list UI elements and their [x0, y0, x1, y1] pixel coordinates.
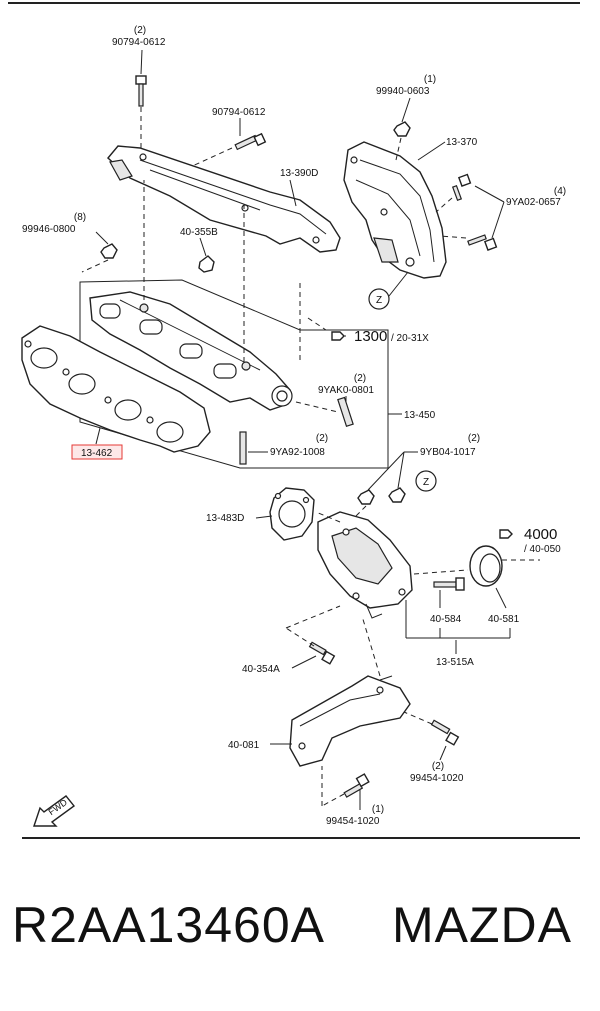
label-shield-right: 13-370	[446, 137, 478, 148]
label-manifold: 13-450	[404, 410, 436, 421]
gasket-13-462	[21, 325, 211, 453]
label-40-584: 40-584	[430, 614, 462, 625]
label-nut-l-qty: (8)	[74, 212, 86, 223]
label-bracket: 40-081	[228, 740, 260, 751]
label-bolt-mid: 90794-0612	[212, 107, 266, 118]
label-nut-c: 9YB04-1017	[420, 447, 476, 458]
heat-shield-13-390D	[107, 145, 341, 253]
bracket-40-081	[289, 675, 411, 767]
label-13-515A: 13-515A	[436, 657, 474, 668]
label-stud1-qty: (2)	[354, 373, 366, 384]
exhaust-outlet-13-515A	[317, 511, 413, 619]
ring-40-581	[469, 545, 503, 587]
fwd-arrow-icon: FWD	[33, 795, 76, 827]
label-nut-l: 99946-0800	[22, 224, 76, 235]
label-nut-tr-qty: (1)	[424, 74, 436, 85]
bolt-9YA02-a	[451, 173, 472, 202]
ref-4000-sub: / 40-050	[524, 544, 561, 555]
nut-99940-0603	[393, 121, 411, 137]
gasket-13-483D	[269, 487, 315, 541]
label-bolt-b2-qty: (1)	[372, 804, 384, 815]
ref-arrow-1300	[331, 331, 346, 341]
label-bolt-354: 40-354A	[242, 664, 280, 675]
label-40-581: 40-581	[488, 614, 520, 625]
bolt-90794-top	[135, 75, 147, 170]
insulator-40-355B	[198, 255, 215, 273]
z-marker-bottom: Z	[415, 470, 437, 492]
brand-caption: MAZDA	[392, 897, 572, 953]
label-bolt-top-qty: (2)	[134, 25, 146, 36]
ref-1300-sub: / 20-31X	[391, 333, 429, 344]
bolt-99454-b	[343, 773, 370, 798]
heat-shield-13-370	[343, 141, 447, 279]
z-marker-top: Z	[368, 288, 390, 310]
label-shield-center: 13-390D	[280, 168, 318, 179]
label-bolt-r: 9YA02-0657	[506, 197, 561, 208]
stud-9YA92-1008	[239, 431, 247, 465]
label-bolt-b1-qty: (2)	[432, 761, 444, 772]
label-bolt-top: 90794-0612	[112, 37, 166, 48]
highlighted-part-13-462[interactable]: 13-462	[71, 444, 123, 460]
nut-9YB04-b	[388, 487, 406, 503]
ref-arrow-4000	[499, 529, 513, 539]
bolt-40-584	[433, 577, 465, 591]
nut-99946-0800	[100, 243, 118, 259]
label-bolt-b2: 99454-1020	[326, 816, 380, 827]
label-stud2-qty: (2)	[316, 433, 328, 444]
svg-text:Z: Z	[376, 295, 382, 306]
bolt-9YA02-b	[467, 234, 498, 251]
label-stud2: 9YA92-1008	[270, 447, 325, 458]
bolt-90794-mid	[234, 132, 267, 151]
manifold-callout-box	[79, 279, 389, 469]
bolt-99454-a	[430, 719, 460, 746]
label-bolt-b1: 99454-1020	[410, 773, 464, 784]
label-insulator: 40-355B	[180, 227, 218, 238]
label-bolt-r-qty: (4)	[554, 186, 566, 197]
stud-9YAK0-0801	[337, 396, 354, 427]
nut-9YB04-a	[357, 489, 375, 505]
exhaust-manifold-13-450	[89, 291, 293, 411]
label-nut-c-qty: (2)	[468, 433, 480, 444]
ref-4000: 4000	[524, 526, 557, 543]
label-nut-tr: 99940-0603	[376, 86, 430, 97]
label-gasket2: 13-483D	[206, 513, 244, 524]
part-number-caption: R2AA13460A	[12, 897, 326, 953]
ref-1300: 1300	[354, 328, 387, 345]
svg-text:Z: Z	[423, 477, 429, 488]
label-stud1: 9YAK0-0801	[318, 385, 374, 396]
label-gasket: 13-462	[81, 448, 113, 459]
